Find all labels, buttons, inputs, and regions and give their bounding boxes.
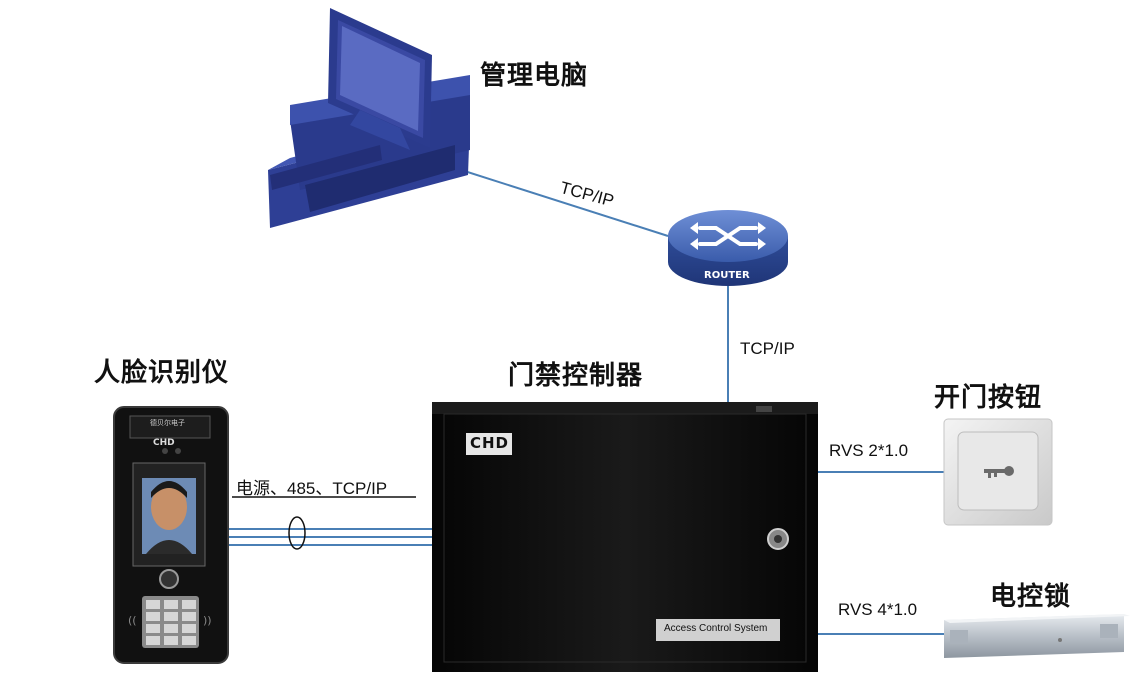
controller-brand-logo: CHD (470, 434, 510, 452)
button-cable-label: RVS 2*1.0 (829, 441, 909, 460)
lock-cable-label: RVS 4*1.0 (838, 600, 918, 619)
face-device-brand: CHD (153, 438, 175, 448)
face-photo (151, 484, 187, 530)
controller-plate-text: Access Control System (664, 623, 768, 634)
router-controller-link-label: TCP/IP (740, 339, 795, 358)
connection-lines (226, 167, 944, 635)
lock-label: 电控锁 (990, 582, 1072, 612)
access-controller-box (432, 402, 818, 672)
line-pc-router (454, 167, 669, 237)
key-icon (984, 466, 1014, 478)
router-icon (668, 210, 788, 286)
face-device-screen-title: 德贝尔电子 (150, 419, 185, 427)
svg-text:((: (( (128, 614, 137, 627)
face-controller-link-label: 电源、485、TCP/IP (236, 479, 388, 498)
svg-text:)): )) (203, 614, 212, 627)
face-device-label: 人脸识别仪 (94, 358, 230, 388)
exit-button-device (943, 418, 1053, 526)
controller-label: 门禁控制器 (508, 361, 644, 391)
router-text: ROUTER (704, 270, 750, 281)
cable-bundle-marker (288, 516, 306, 550)
exit-button-label: 开门按钮 (934, 383, 1043, 413)
management-pc-icon (268, 8, 470, 228)
pc-label: 管理电脑 (480, 61, 589, 91)
face-recognition-device: (( )) (113, 406, 229, 664)
electric-lock-device (944, 614, 1130, 658)
